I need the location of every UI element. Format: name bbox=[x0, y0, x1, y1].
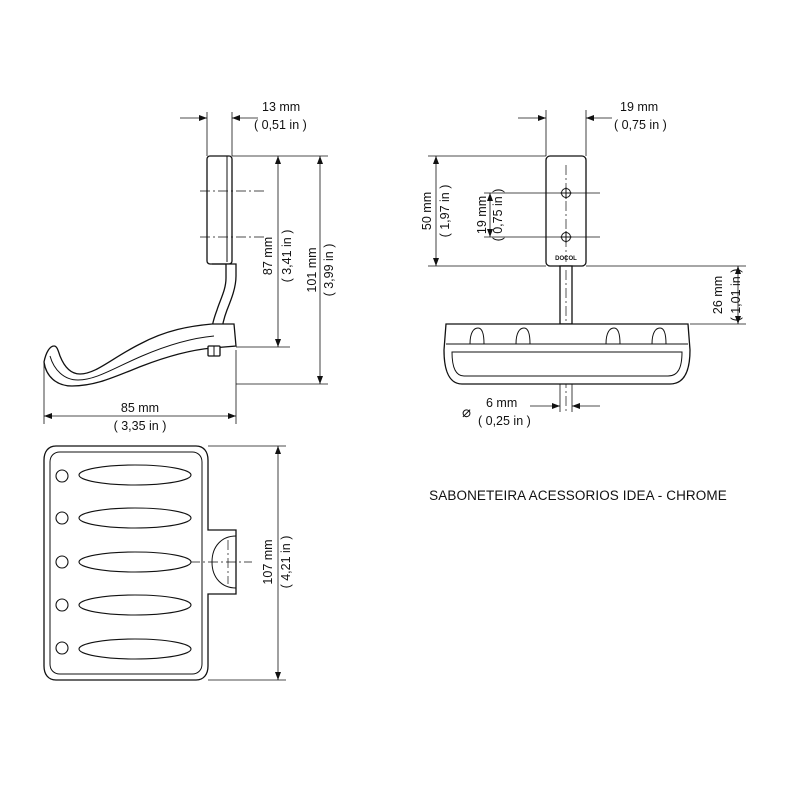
dim-26mm-in: ( 1,01 in ) bbox=[729, 269, 743, 322]
drain-hole bbox=[55, 469, 69, 483]
drain-hole bbox=[55, 598, 69, 612]
drain-bump bbox=[605, 327, 621, 345]
dim-101mm-in: ( 3,99 in ) bbox=[322, 244, 336, 297]
drain-bump bbox=[469, 327, 485, 345]
top-view: 107 mm ( 4,21 in ) bbox=[43, 445, 293, 681]
side-arm bbox=[211, 263, 237, 333]
front-view: DOCOL 19 mm ( 0,75 in ) 50 mm ( 1,97 in … bbox=[420, 100, 746, 428]
drain-slot bbox=[78, 638, 192, 660]
dim-85mm: 85 mm bbox=[121, 401, 159, 415]
dim-6mm-in: ( 0,25 in ) bbox=[478, 414, 531, 428]
dim-19mm-spacing-in: ( 0,75 in ) bbox=[491, 189, 505, 242]
dim-87mm-in: ( 3,41 in ) bbox=[280, 230, 294, 283]
dim-107mm: 107 mm bbox=[261, 539, 275, 584]
side-wall-plate bbox=[206, 155, 233, 265]
diameter-symbol: ⌀ bbox=[462, 404, 471, 421]
drain-slot bbox=[78, 594, 192, 616]
drain-slot bbox=[78, 464, 192, 486]
drain-hole bbox=[55, 511, 69, 525]
dim-6mm: 6 mm bbox=[486, 396, 517, 410]
dim-19mm-width-in: ( 0,75 in ) bbox=[614, 118, 667, 132]
dim-101mm: 101 mm bbox=[305, 247, 319, 292]
front-dish bbox=[443, 323, 691, 385]
drain-bump bbox=[651, 327, 667, 345]
drain-hole bbox=[55, 641, 69, 655]
dim-87mm: 87 mm bbox=[261, 237, 275, 275]
dim-13mm-in: ( 0,51 in ) bbox=[254, 118, 307, 132]
brand-mark: DOCOL bbox=[555, 256, 577, 262]
dim-50mm-in: ( 1,97 in ) bbox=[438, 185, 452, 238]
drain-hole bbox=[55, 555, 69, 569]
drawing-title: SABONETEIRA ACESSORIOS IDEA - CHROME bbox=[429, 488, 727, 503]
drain-bump bbox=[515, 327, 531, 345]
side-view: 13 mm ( 0,51 in ) 87 mm ( 3,41 in ) 101 … bbox=[43, 100, 336, 433]
dim-13mm: 13 mm bbox=[262, 100, 300, 114]
dim-26mm: 26 mm bbox=[711, 276, 725, 314]
dim-50mm: 50 mm bbox=[420, 192, 434, 230]
drain-slot bbox=[78, 551, 192, 573]
dim-107mm-in: ( 4,21 in ) bbox=[279, 536, 293, 589]
dim-19mm-spacing: 19 mm bbox=[475, 196, 489, 234]
dim-85mm-in: ( 3,35 in ) bbox=[114, 419, 167, 433]
side-dish bbox=[43, 323, 237, 387]
drain-slot bbox=[78, 507, 192, 529]
dim-19mm-width: 19 mm bbox=[620, 100, 658, 114]
